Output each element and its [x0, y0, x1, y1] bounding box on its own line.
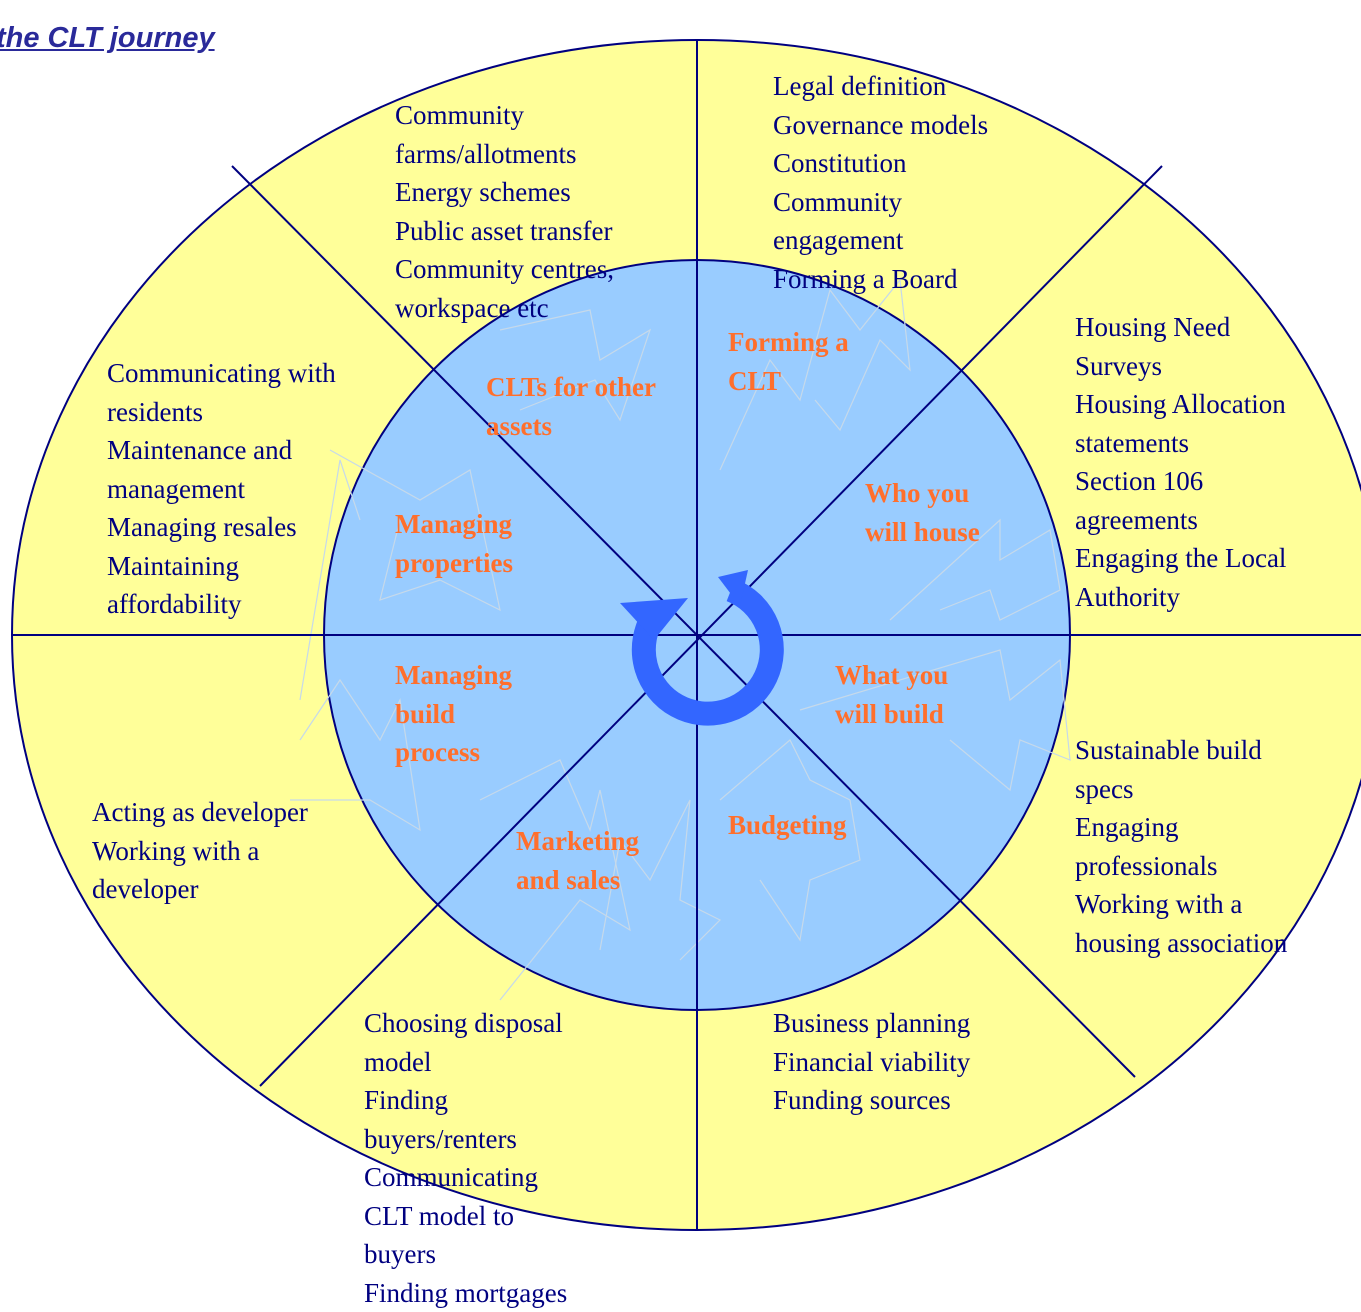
detail-line: Financial viability — [773, 1043, 970, 1082]
detail-line: Maintaining — [107, 547, 336, 586]
stage-label-line: assets — [486, 407, 656, 446]
stage-label-line: CLT — [728, 362, 849, 401]
detail-line: Working with a — [92, 832, 308, 871]
detail-line: Funding sources — [773, 1081, 970, 1120]
detail-line: residents — [107, 393, 336, 432]
detail-line: Managing resales — [107, 508, 336, 547]
stage-label-line: Managing — [395, 505, 513, 544]
page-title: the CLT journey — [0, 22, 215, 55]
detail-line: Energy schemes — [395, 173, 614, 212]
stage-label-line: Marketing — [516, 822, 639, 861]
detail-line: Surveys — [1075, 347, 1286, 386]
detail-line: Authority — [1075, 578, 1286, 617]
detail-line: Sustainable build — [1075, 731, 1287, 770]
detail-line: specs — [1075, 770, 1287, 809]
detail-line: model — [364, 1043, 567, 1082]
stage-label-line: process — [395, 733, 512, 772]
detail-line: management — [107, 470, 336, 509]
detail-line: Governance models — [773, 106, 988, 145]
detail-line: housing association — [1075, 924, 1287, 963]
detail-line: Acting as developer — [92, 793, 308, 832]
stage-label-line: Budgeting — [728, 806, 847, 845]
detail-line: Finding — [364, 1081, 567, 1120]
stage-label-line: What you — [835, 656, 948, 695]
detail-line: engagement — [773, 221, 988, 260]
detail-line: buyers — [364, 1235, 567, 1274]
detail-line: Community centres, — [395, 250, 614, 289]
detail-line: Business planning — [773, 1004, 970, 1043]
stage-label-line: properties — [395, 544, 513, 583]
stage-label-budgeting: Budgeting — [728, 806, 847, 845]
detail-line: professionals — [1075, 847, 1287, 886]
stage-label-line: Who you — [865, 474, 980, 513]
detail-line: affordability — [107, 585, 336, 624]
detail-line: Communicating — [364, 1158, 567, 1197]
stage-label-line: Managing — [395, 656, 512, 695]
stage-label-line: will house — [865, 513, 980, 552]
detail-line: Housing Allocation — [1075, 385, 1286, 424]
detail-line: agreements — [1075, 501, 1286, 540]
detail-line: Working with a — [1075, 885, 1287, 924]
detail-line: Community — [773, 183, 988, 222]
stage-label-line: and sales — [516, 861, 639, 900]
detail-line: Legal definition — [773, 67, 988, 106]
detail-line: Communicating with — [107, 354, 336, 393]
detail-line: Housing Need — [1075, 308, 1286, 347]
stage-label-line: Forming a — [728, 323, 849, 362]
detail-line: Forming a Board — [773, 260, 988, 299]
detail-line: buyers/renters — [364, 1120, 567, 1159]
detail-line: statements — [1075, 424, 1286, 463]
detail-line: Choosing disposal — [364, 1004, 567, 1043]
detail-line: Engaging — [1075, 808, 1287, 847]
detail-line: Constitution — [773, 144, 988, 183]
detail-line: Finding mortgages — [364, 1274, 567, 1312]
detail-line: farms/allotments — [395, 135, 614, 174]
detail-line: Public asset transfer — [395, 212, 614, 251]
detail-line: Community — [395, 96, 614, 135]
detail-line: Engaging the Local — [1075, 539, 1286, 578]
detail-line: developer — [92, 870, 308, 909]
stage-label-line: will build — [835, 695, 948, 734]
stage-label-line: build — [395, 695, 512, 734]
detail-line: Section 106 — [1075, 462, 1286, 501]
stage-label-line: CLTs for other — [486, 368, 656, 407]
detail-line: Maintenance and — [107, 431, 336, 470]
detail-line: workspace etc — [395, 289, 614, 328]
detail-line: CLT model to — [364, 1197, 567, 1236]
